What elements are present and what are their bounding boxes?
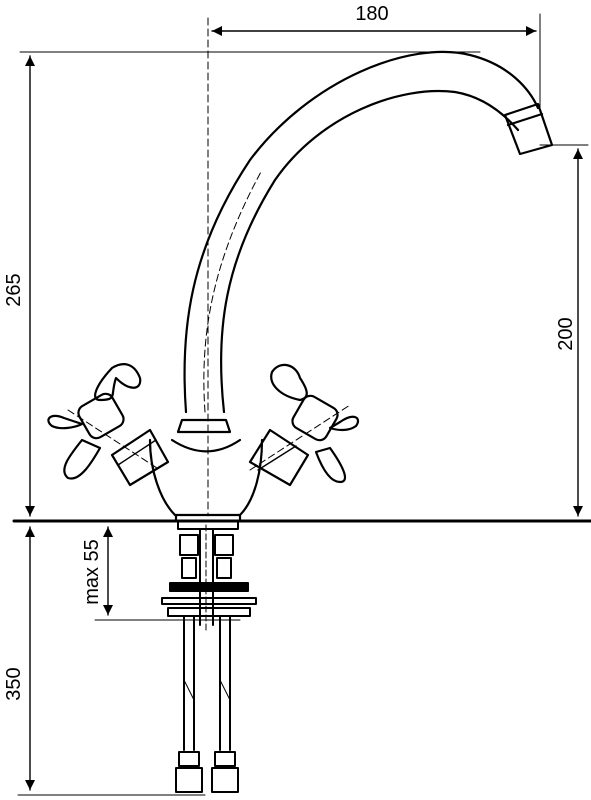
dim-label-spout-reach: 180	[355, 3, 388, 25]
aerator-nozzle	[503, 102, 554, 156]
faucet-body	[148, 418, 264, 523]
mounting-assembly	[161, 520, 257, 631]
dim-label-spout-height: 200	[555, 317, 577, 350]
dim-label-max-thickness: max 55	[81, 539, 103, 605]
extension-lines	[17, 13, 589, 796]
spout	[183, 50, 540, 414]
dimension-lines	[25, 26, 583, 791]
left-handle	[47, 363, 170, 487]
dim-label-total-height: 265	[3, 273, 25, 306]
dim-label-hose-length: 350	[3, 667, 25, 700]
flexible-hoses	[175, 534, 239, 793]
right-handle	[248, 363, 360, 487]
